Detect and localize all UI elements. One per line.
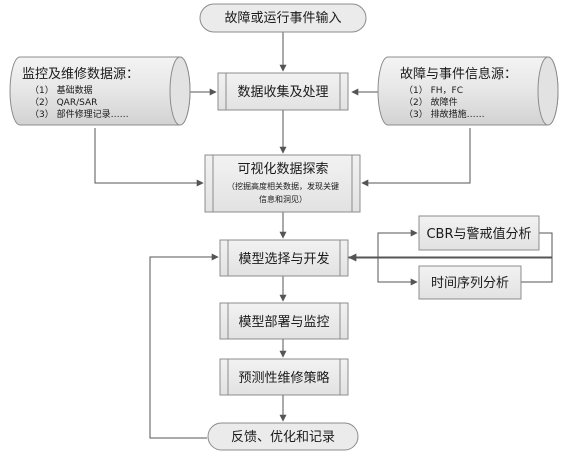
left-source-item-2: （2） QAR/SAR	[30, 97, 97, 108]
edge-right-source-to-visual	[361, 128, 471, 187]
model-select-label: 模型选择与开发	[238, 251, 329, 267]
node-right-source: 故障与事件信息源： （1） FH，FC （2） 故障件 （3） 排故措施……	[377, 56, 559, 126]
edge-model-select-to-timeseries	[348, 257, 418, 286]
predictive-label: 预测性维修策略	[238, 370, 329, 386]
visual-title: 可视化数据探索	[237, 162, 328, 177]
node-input: 故障或运行事件输入	[199, 3, 367, 33]
edge-left-source-to-visual	[94, 128, 204, 187]
node-process: 数据收集及处理	[217, 72, 349, 111]
deploy-label: 模型部署与监控	[238, 315, 329, 330]
node-cbr: CBR与警戒值分析	[418, 215, 540, 251]
right-source-title: 故障与事件信息源：	[400, 66, 517, 82]
node-predictive: 预测性维修策略	[219, 358, 349, 396]
input-label: 故障或运行事件输入	[224, 10, 341, 26]
node-left-source: 监控及维修数据源： （1） 基础数据 （2） QAR/SAR （3） 部件修理记…	[9, 56, 191, 126]
process-label: 数据收集及处理	[237, 84, 328, 100]
edge-cbr-to-model-select	[349, 232, 553, 261]
feedback-label: 反馈、优化和记录	[231, 430, 335, 445]
visual-subtitle-line1: （挖掘高度相关数据，发现关键	[227, 181, 339, 191]
node-model-select: 模型选择与开发	[219, 239, 349, 277]
node-deploy: 模型部署与监控	[219, 302, 349, 340]
edge-model-select-to-cbr	[348, 229, 418, 258]
visual-subtitle-line2: 信息和洞见）	[259, 194, 307, 204]
edge-feedback-to-model-select	[149, 253, 219, 439]
right-source-item-2: （2） 故障件	[404, 96, 458, 108]
right-source-item-3: （3） 排故措施……	[404, 108, 485, 120]
timeseries-label: 时间序列分析	[431, 276, 509, 291]
edge-timeseries-to-model-select	[349, 254, 553, 283]
left-source-title: 监控及维修数据源：	[22, 67, 139, 82]
right-source-item-1: （1） FH，FC	[404, 85, 463, 96]
left-source-item-1: （1） 基础数据	[30, 84, 93, 96]
node-visual: 可视化数据探索 （挖掘高度相关数据，发现关键 信息和洞见）	[204, 154, 361, 213]
edges	[94, 30, 553, 439]
cbr-label: CBR与警戒值分析	[426, 226, 531, 242]
left-source-item-3: （3） 部件修理记录……	[30, 108, 129, 120]
node-timeseries: 时间序列分析	[418, 265, 522, 300]
node-feedback: 反馈、优化和记录	[207, 422, 359, 451]
